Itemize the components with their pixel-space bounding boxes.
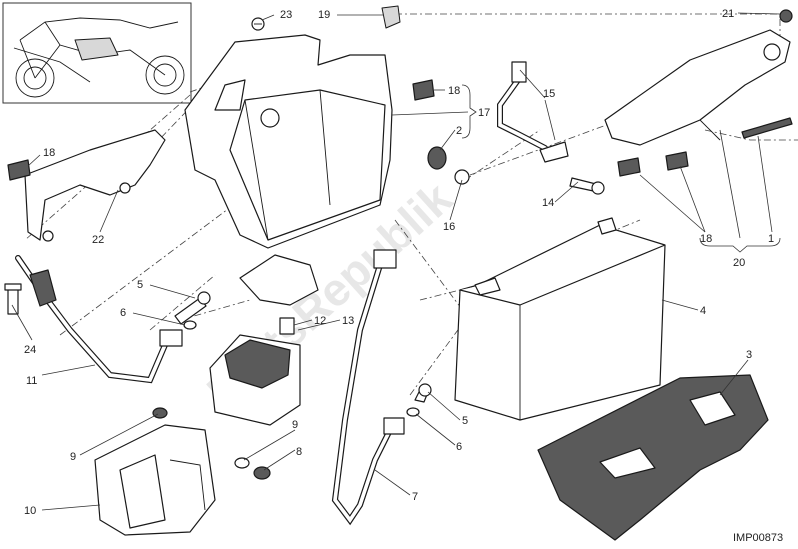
bracket <box>24 129 166 242</box>
callout-5: 5 <box>462 415 468 427</box>
callout-15: 15 <box>543 88 555 100</box>
callout-labels: 23 19 21 18 17 2 15 18 22 16 14 18 1 20 … <box>24 8 774 517</box>
callout-1: 1 <box>768 233 774 245</box>
rubber-clip <box>665 151 689 171</box>
rubber-clip <box>412 79 435 101</box>
callout-18: 18 <box>43 147 55 159</box>
spring-clip <box>381 5 401 29</box>
battery-bracket <box>537 374 769 541</box>
rubber-clip <box>7 159 31 181</box>
washer <box>152 407 168 419</box>
callout-2: 2 <box>456 125 462 137</box>
battery <box>454 217 666 421</box>
callout-9: 9 <box>70 451 76 463</box>
motorcycle-thumbnail <box>2 2 192 104</box>
callout-6: 6 <box>456 441 462 453</box>
reference-code: IMP00873 <box>733 532 783 544</box>
nut <box>253 466 271 480</box>
leader-lines <box>11 12 781 511</box>
rubber-grommet <box>427 146 470 185</box>
callout-4: 4 <box>700 305 706 317</box>
callout-13: 13 <box>342 315 354 327</box>
screw <box>174 291 211 325</box>
callout-11: 11 <box>26 375 37 387</box>
callout-3: 3 <box>746 349 752 361</box>
bolt <box>4 283 22 315</box>
callout-18: 18 <box>700 233 712 245</box>
callout-21: 21 <box>722 8 734 20</box>
washer <box>183 320 197 330</box>
callout-9: 9 <box>292 419 298 431</box>
callout-19: 19 <box>318 9 330 21</box>
callout-6: 6 <box>120 307 126 319</box>
washer <box>234 457 250 469</box>
callout-24: 24 <box>24 344 36 356</box>
relay-holder <box>94 424 216 536</box>
callout-17: 17 <box>478 107 490 119</box>
callout-18: 18 <box>448 85 460 97</box>
positive-cable <box>331 249 405 526</box>
bracket-17 <box>461 84 477 139</box>
callout-20: 20 <box>733 257 745 269</box>
relay-cover <box>239 254 319 306</box>
bracket-20 <box>699 237 781 253</box>
callout-8: 8 <box>296 446 302 458</box>
screw <box>779 9 793 23</box>
ground-cable <box>497 61 569 163</box>
callout-10: 10 <box>24 505 36 517</box>
starter-cable <box>15 255 183 384</box>
rubber-clip <box>617 157 641 177</box>
callout-23: 23 <box>280 9 292 21</box>
screw <box>251 17 265 31</box>
callout-16: 16 <box>443 221 455 233</box>
callout-7: 7 <box>412 491 418 503</box>
screw <box>569 177 605 195</box>
callout-5: 5 <box>137 279 143 291</box>
battery-tray <box>184 34 393 249</box>
callout-14: 14 <box>542 197 554 209</box>
foam-strip <box>741 117 793 139</box>
battery-cover <box>604 29 791 146</box>
callout-12: 12 <box>314 315 326 327</box>
callout-22: 22 <box>92 234 104 246</box>
starter-relay <box>209 317 301 426</box>
